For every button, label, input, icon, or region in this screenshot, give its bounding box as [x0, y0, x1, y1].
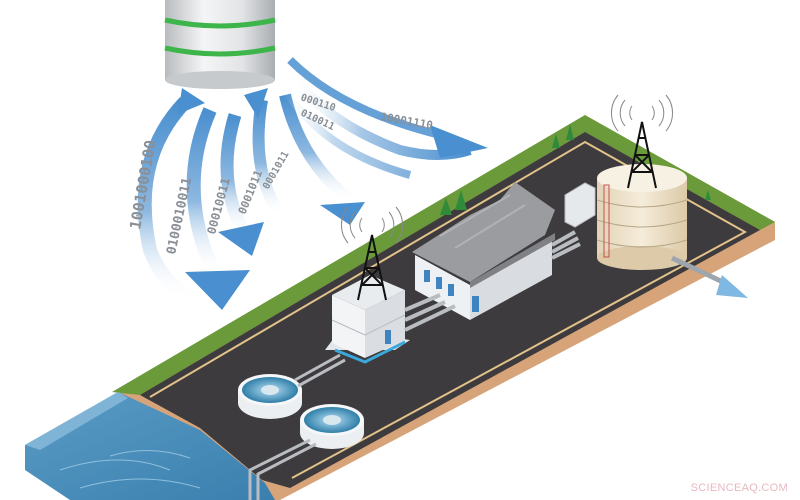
trees — [440, 124, 711, 215]
arrow-head-icon — [185, 270, 250, 310]
pipes — [248, 353, 346, 500]
river-water-source — [25, 392, 275, 500]
binary-digits: 0001011 — [236, 168, 266, 216]
arrow-head-icon — [430, 125, 488, 158]
factory-building — [412, 182, 555, 320]
signal-waves-icon — [341, 206, 403, 244]
radio-tower-pump-house — [341, 206, 403, 301]
grass-strip — [112, 115, 775, 395]
door — [472, 296, 479, 312]
arrow-head-icon — [320, 202, 365, 225]
clarifier-tank-1 — [238, 374, 302, 419]
window — [424, 270, 430, 282]
window — [436, 277, 442, 289]
arrow-head-icon — [244, 88, 268, 118]
pump-house — [325, 275, 456, 364]
pipe-manifold — [551, 182, 596, 260]
binary-data-arrow-streams: 1001000100 0100010011 00010011 0001011 0… — [126, 57, 488, 310]
radio-tower-storage-tank — [611, 94, 673, 189]
arrow-head-icon — [178, 88, 205, 114]
watermark: SCIENCEAQ.COM — [690, 482, 788, 494]
database-cylinder-with-green-rings — [164, 0, 276, 89]
clarifier-tank-2 — [300, 404, 364, 449]
binary-digits: 1001000100 — [126, 139, 159, 231]
storage-tank — [596, 164, 748, 298]
signal-waves-icon — [611, 94, 673, 132]
ladder — [603, 184, 610, 258]
door — [385, 330, 391, 344]
arrow-head-icon — [218, 222, 264, 256]
window — [448, 284, 454, 296]
outflow-arrow — [716, 275, 748, 298]
